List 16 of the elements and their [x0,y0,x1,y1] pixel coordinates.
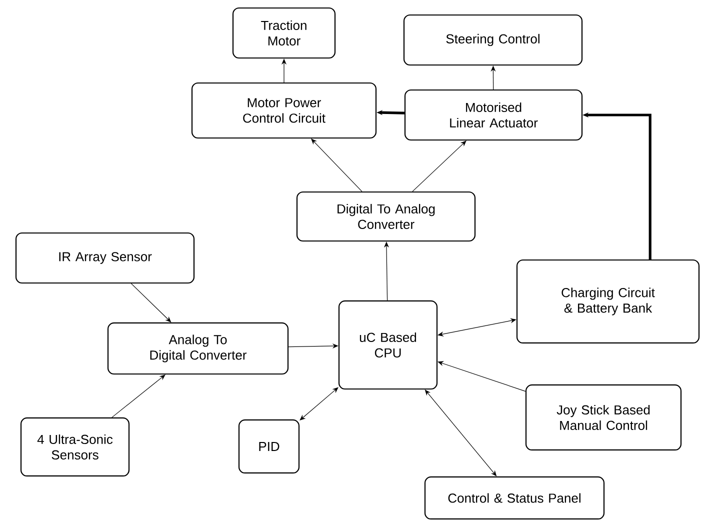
arrow [300,387,338,420]
process-box: 4 Ultra-Sonic Sensors [20,417,130,477]
arrow [412,140,466,192]
process-box: Control & Status Panel [424,476,605,520]
process-box: Digital To Analog Converter [296,191,476,242]
process-box: Motorised Linear Actuator [404,89,583,141]
process-box: Traction Motor [232,7,336,59]
arrow [112,374,166,418]
process-box: Motor Power Control Circuit [191,82,377,139]
process-box: uC Based CPU [338,300,438,390]
process-box: Steering Control [403,14,583,66]
process-box: Charging Circuit & Battery Bank [516,259,700,344]
process-box: PID [238,419,300,474]
process-box: Analog To Digital Converter [107,322,289,375]
process-box: Joy Stick Based Manual Control [525,384,682,451]
process-box: IR Array Sensor [15,232,195,284]
